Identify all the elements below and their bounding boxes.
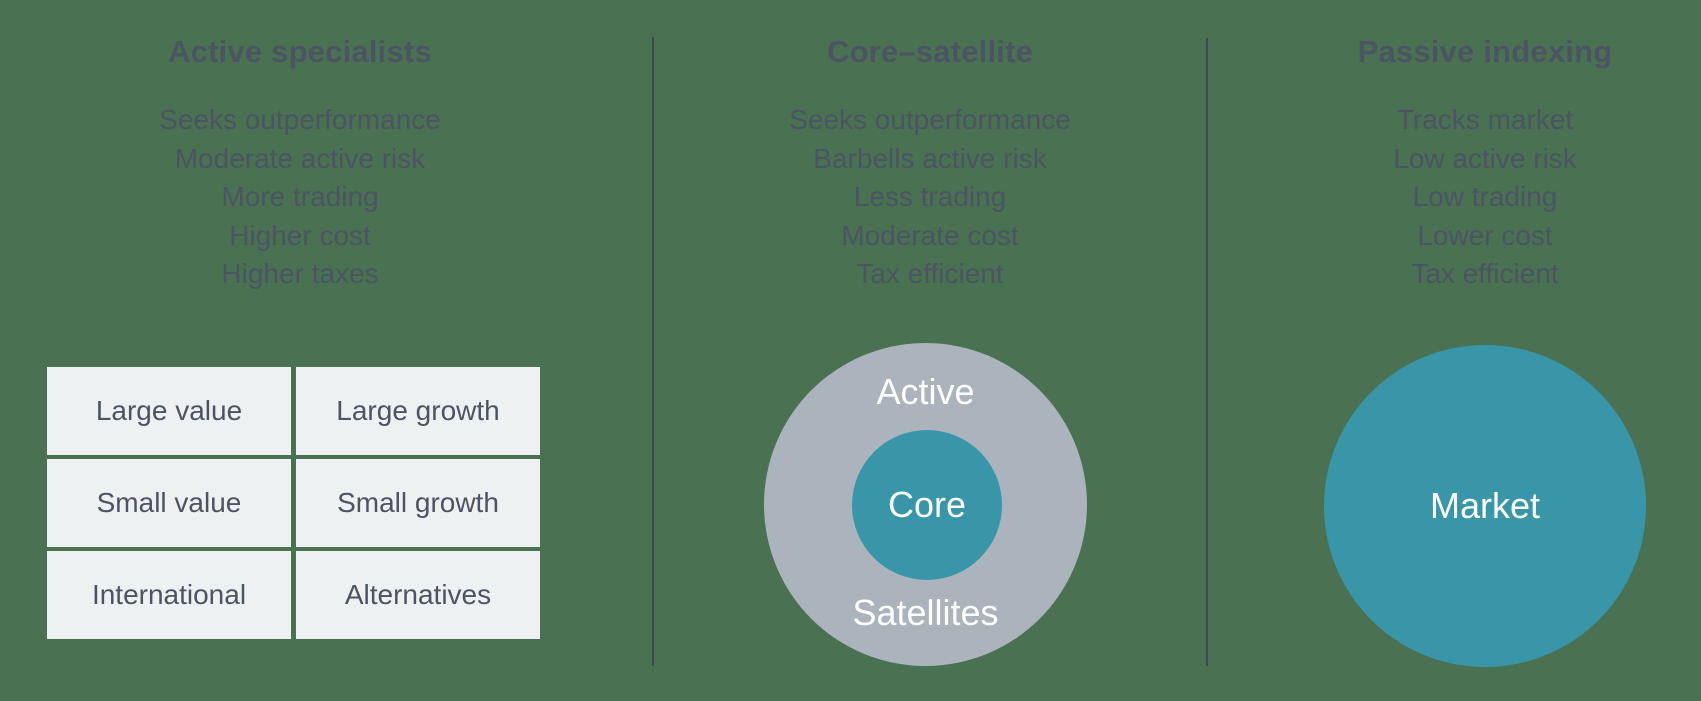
style-box-large-growth: Large growth — [296, 367, 540, 455]
feature-line: Seeks outperformance — [789, 104, 1071, 135]
style-box-large-value: Large value — [47, 367, 291, 455]
feature-line: Low trading — [1412, 181, 1558, 212]
feature-line: Moderate cost — [841, 219, 1019, 251]
ring-label-active: Active — [876, 371, 975, 412]
feature-line: Moderate active risk — [174, 142, 426, 174]
feature-line: Higher taxes — [221, 258, 379, 289]
feature-list-passive-indexing: Tracks market Low active risk Low tradin… — [1185, 101, 1701, 294]
column-active-specialists: Active specialists Seeks outperformance … — [0, 0, 600, 701]
feature-line: Tax efficient — [1411, 258, 1559, 289]
feature-line: Barbells active risk — [813, 142, 1047, 174]
feature-line: More trading — [221, 181, 379, 212]
market-circle: Market — [1324, 345, 1646, 667]
column-divider-left — [652, 37, 654, 666]
market-label: Market — [1429, 485, 1541, 526]
feature-line: Low active risk — [1393, 142, 1577, 174]
feature-list-active-specialists: Seeks outperformance Moderate active ris… — [0, 101, 600, 294]
column-core-satellite: Core–satellite Seeks outperformance Barb… — [630, 0, 1230, 701]
style-box-international: International — [47, 551, 291, 639]
core-label: Core — [887, 484, 967, 525]
feature-list-core-satellite: Seeks outperformance Barbells active ris… — [630, 101, 1230, 294]
feature-line: Less trading — [853, 181, 1007, 212]
column-title-core-satellite: Core–satellite — [826, 34, 1034, 69]
style-box-small-value: Small value — [47, 459, 291, 547]
core-satellite-ring: Active Core Satellites — [764, 343, 1087, 666]
feature-line: Tracks market — [1396, 104, 1574, 135]
column-passive-indexing: Passive indexing Tracks market Low activ… — [1185, 0, 1701, 701]
column-divider-right — [1206, 38, 1208, 666]
feature-line: Tax efficient — [856, 258, 1004, 289]
feature-line: Seeks outperformance — [159, 104, 441, 135]
core-circle: Core — [852, 430, 1002, 580]
ring-label-satellites: Satellites — [852, 592, 999, 633]
style-box-grid: Large value Large growth Small value Sma… — [47, 367, 540, 639]
style-box-small-growth: Small growth — [296, 459, 540, 547]
style-box-alternatives: Alternatives — [296, 551, 540, 639]
column-title-passive-indexing: Passive indexing — [1357, 34, 1613, 69]
feature-line: Lower cost — [1417, 219, 1553, 251]
feature-line: Higher cost — [229, 219, 371, 251]
column-title-active-specialists: Active specialists — [168, 34, 432, 69]
